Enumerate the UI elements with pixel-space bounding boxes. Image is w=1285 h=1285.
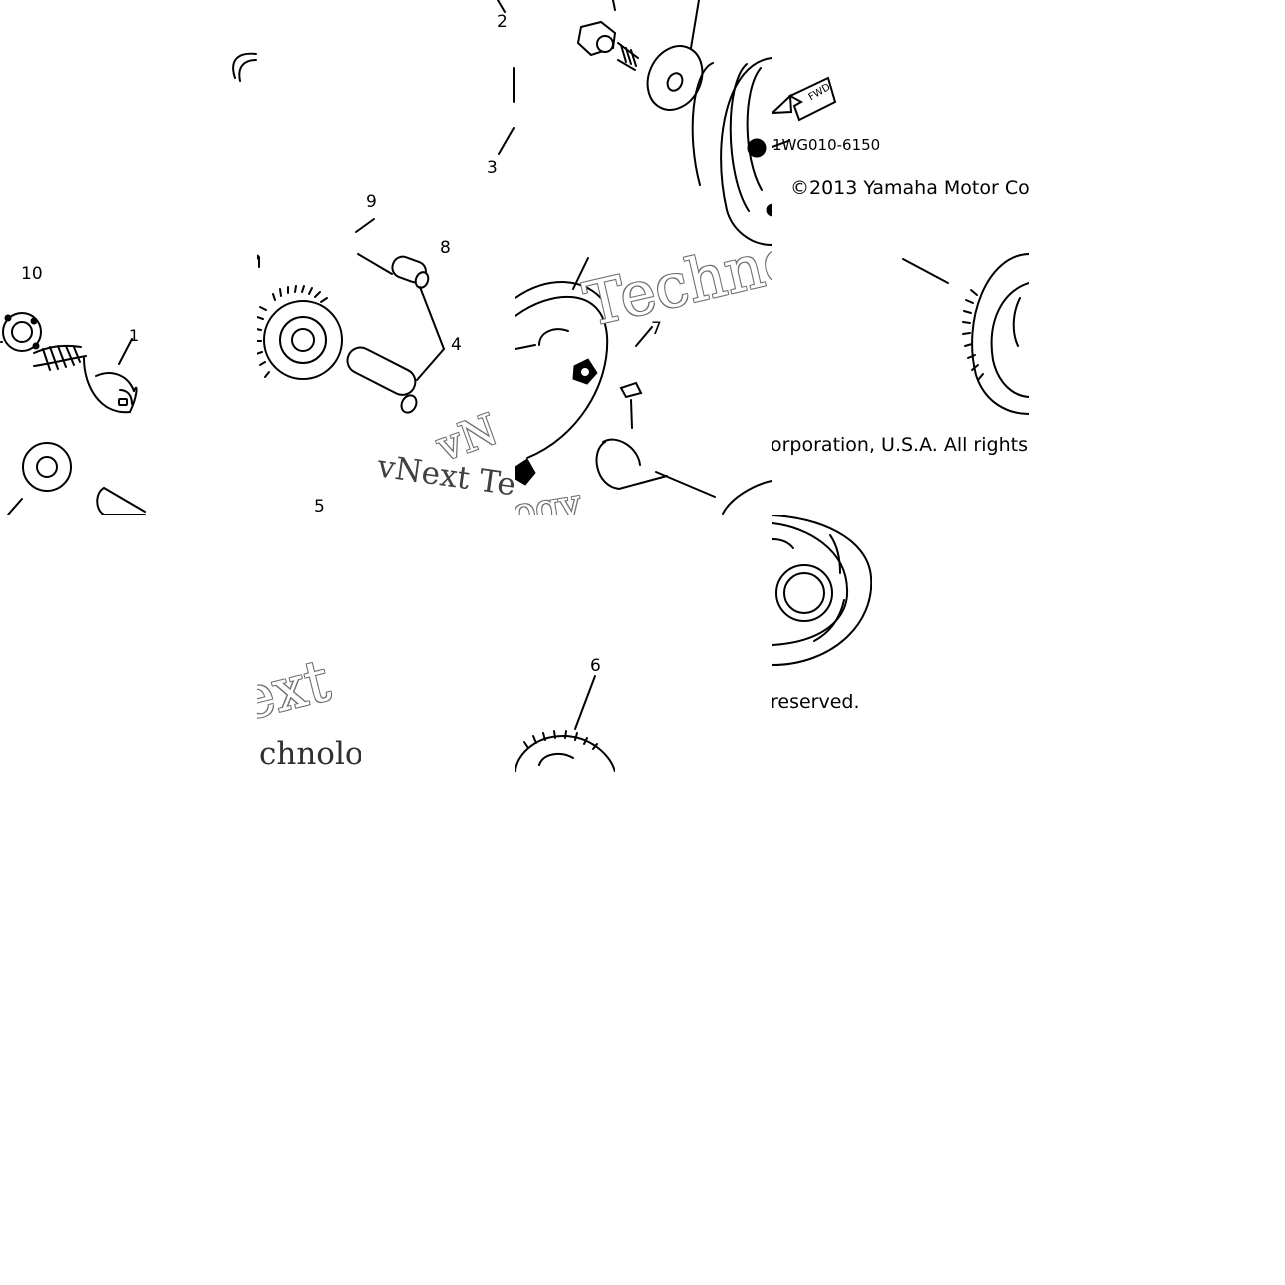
tile-lower-right-graphics [772, 515, 872, 666]
tile-top-far-right-graphics [772, 76, 1029, 415]
diagram-tile-lower-left: ext chnolo [257, 515, 361, 772]
watermark-text: ext [257, 646, 337, 734]
tile-top-right-main-graphics [515, 0, 772, 515]
tile-lower-middle-graphics [515, 675, 615, 772]
diagram-tile-top-far-right: FWD 1WG010-6150 ©2013 Yamaha Motor Co or… [772, 0, 1029, 515]
diagram-tile-middle-upper: 2 3 9 8 4 5 vNext Te vN [257, 0, 515, 515]
part-label-8: 8 [440, 238, 451, 258]
part-label-1: 1 [129, 326, 140, 345]
copyright-line-3: reserved. [772, 691, 860, 713]
part-label-3: 3 [487, 158, 498, 178]
diagram-tile-top-right-main: 7 Techno logy [515, 0, 772, 515]
part-label-4: 4 [451, 335, 462, 355]
part-label-2: 2 [497, 12, 508, 32]
copyright-line-2: orporation, U.S.A. All rights r [772, 434, 1029, 456]
diagram-code: 1WG010-6150 [772, 136, 881, 154]
tile-middle-upper-graphics [257, 0, 515, 414]
diagram-tile-lower-right: reserved. [772, 515, 872, 715]
part-label-7: 7 [651, 319, 662, 339]
tile-left-upper-graphics [0, 52, 257, 515]
watermark-text: chnolo [259, 736, 361, 772]
part-label-6: 6 [590, 656, 601, 676]
part-label-10: 10 [21, 264, 43, 284]
part-label-9: 9 [366, 192, 377, 212]
diagram-tile-lower-middle: 6 [515, 515, 615, 772]
copyright-line-1: ©2013 Yamaha Motor Co [790, 177, 1029, 199]
diagram-tile-left-upper: 10 1 [0, 0, 257, 515]
part-label-5: 5 [314, 497, 325, 516]
